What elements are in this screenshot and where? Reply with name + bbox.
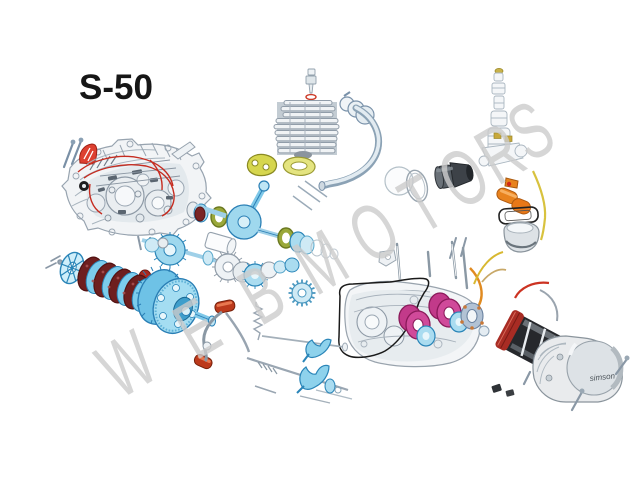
- svg-text:S-50: S-50: [79, 68, 153, 107]
- svg-text:simson: simson: [589, 371, 616, 383]
